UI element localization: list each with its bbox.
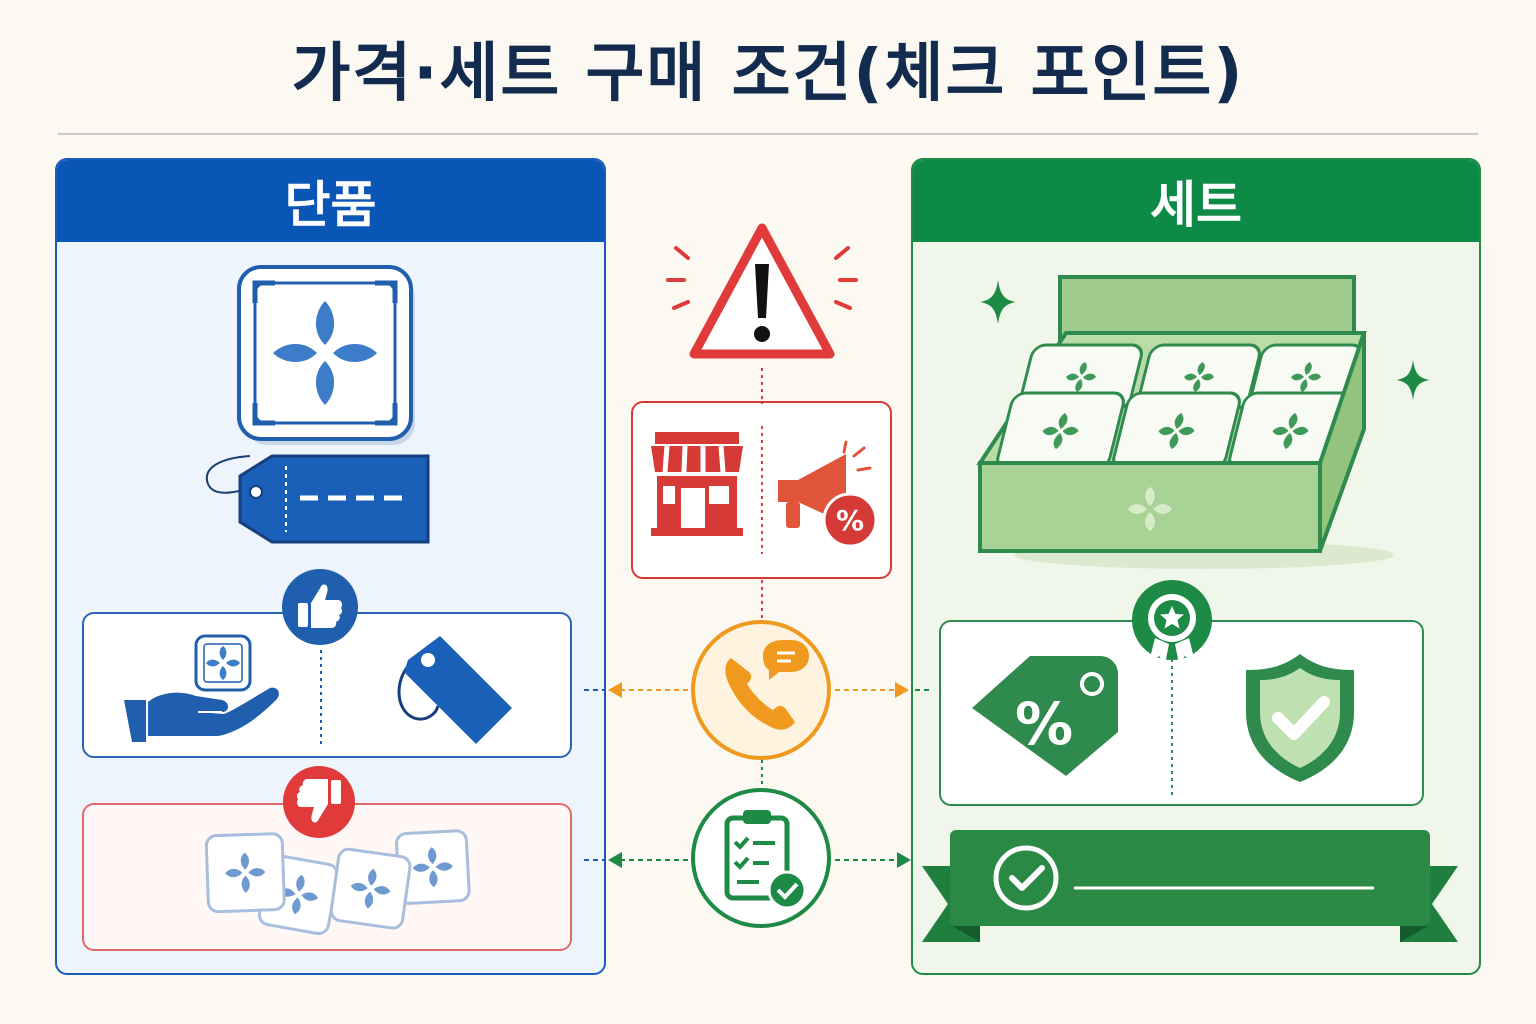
sparkle-icon [980, 280, 1016, 324]
megaphone-percent-symbol: % [836, 504, 864, 537]
sparkle-icon [1396, 360, 1430, 400]
page-title: 가격·세트 구매 조건(체크 포인트) [291, 37, 1245, 111]
connector-channel [761, 580, 763, 624]
warning-triangle-icon [666, 223, 858, 359]
arrow-to-single-green [584, 852, 690, 868]
single-product-tile-icon [237, 265, 415, 445]
hand-offering-product-icon [124, 634, 279, 742]
ribbon-banner-check-icon [922, 830, 1458, 942]
connector-phone [761, 760, 763, 790]
title-divider [58, 133, 1478, 135]
shield-check-icon [1246, 654, 1354, 782]
scattered-tiles-icon [204, 829, 471, 936]
tag-icon [397, 636, 512, 744]
thumbs-down-icon [283, 766, 355, 838]
arrow-to-set-green [835, 852, 911, 868]
arrow-to-set-orange [835, 682, 931, 698]
single-panel-header: 단품 [57, 160, 604, 242]
phone-chat-icon [691, 620, 831, 760]
arrow-to-single-orange [584, 682, 690, 698]
store-icon [651, 432, 743, 536]
set-panel-header: 세트 [913, 160, 1479, 242]
clipboard-check-icon [691, 788, 831, 928]
set-pros-divider [1171, 645, 1173, 795]
discount-percent-symbol: % [1015, 690, 1073, 758]
discount-tag-icon: % [972, 656, 1118, 776]
award-badge-icon [1132, 580, 1212, 664]
connector-warning [761, 368, 763, 404]
channel-divider [761, 426, 763, 554]
pros-divider [320, 650, 322, 746]
thumbs-up-icon [282, 569, 358, 645]
blank-price-tag-icon [205, 454, 430, 544]
megaphone-percent-icon: % [778, 440, 878, 548]
gift-set-box-icon [976, 275, 1394, 569]
